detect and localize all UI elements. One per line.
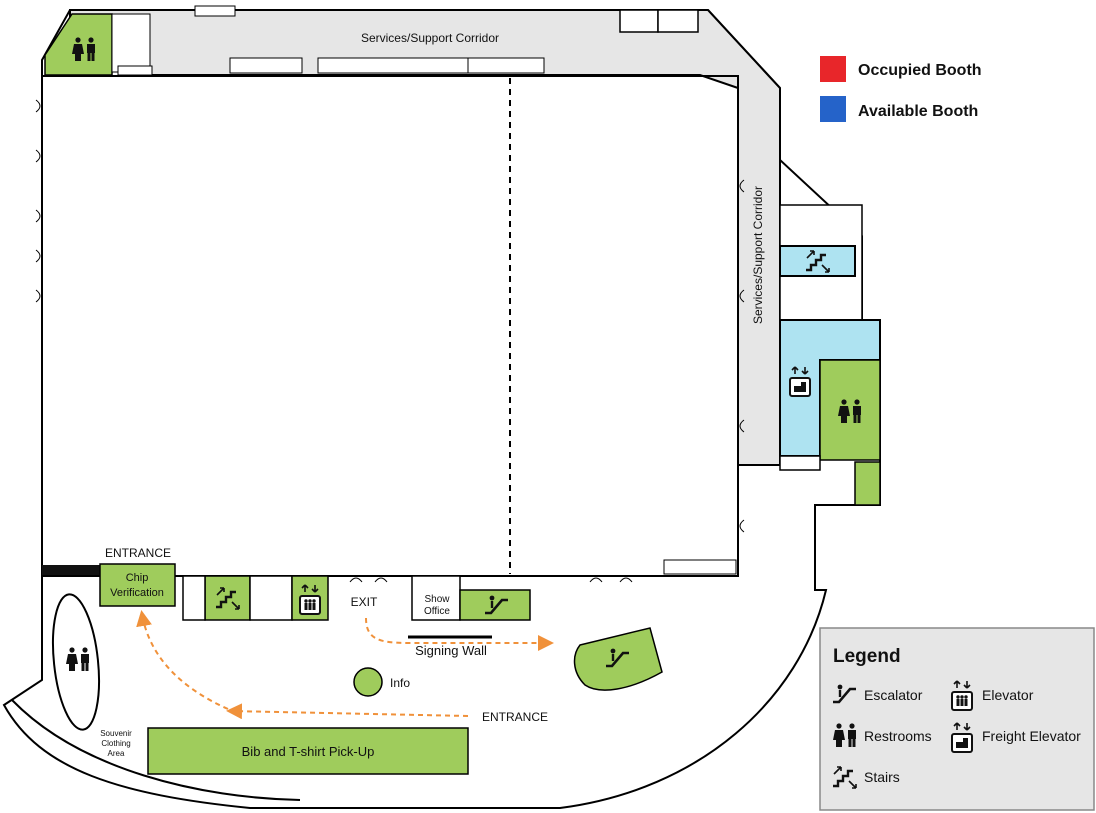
exit-label: EXIT <box>351 595 378 609</box>
available-booth-label: Available Booth <box>858 103 978 120</box>
route-arrow-entrance <box>226 703 469 720</box>
legend-restrooms-label: Restrooms <box>864 728 932 744</box>
escalator-bottom <box>459 589 531 621</box>
occupied-swatch <box>820 56 846 82</box>
chip-verification-line2: Verification <box>110 587 164 599</box>
legend-escalator-label: Escalator <box>864 687 923 703</box>
info-point <box>353 667 383 697</box>
show-office-line2: Office <box>424 606 450 617</box>
available-swatch <box>820 96 846 122</box>
route-arrow-exit <box>365 617 554 651</box>
entrance-left-label: ENTRANCE <box>105 546 171 560</box>
legend: Legend Escalator Elevator Restrooms Frei… <box>819 627 1095 811</box>
corridor-top-label: Services/Support Corridor <box>361 31 499 45</box>
info-label: Info <box>390 676 410 690</box>
souvenir-line3: Area <box>108 749 125 758</box>
route-arrow-chip <box>136 610 229 710</box>
legend-elevator-label: Elevator <box>982 687 1034 703</box>
chip-verification <box>99 563 176 607</box>
bib-pickup-area <box>147 727 469 775</box>
corridor-right-label: Services/Support Corridor <box>751 186 765 324</box>
souvenir-line2: Clothing <box>101 739 130 748</box>
signing-wall-label: Signing Wall <box>415 643 487 658</box>
legend-title: Legend <box>833 646 901 667</box>
services-corridor <box>69 9 781 466</box>
bib-pickup-label: Bib and T-shirt Pick-Up <box>242 744 375 759</box>
chip-verification-line1: Chip <box>126 572 149 584</box>
occupied-booth-label: Occupied Booth <box>858 62 982 79</box>
entrance-bottom-label: ENTRANCE <box>482 710 548 724</box>
legend-stairs-label: Stairs <box>864 769 900 785</box>
exhibit-hall <box>41 75 739 577</box>
souvenir-line1: Souvenir <box>100 729 132 738</box>
show-office-line1: Show <box>424 594 450 605</box>
restroom-right <box>819 359 881 461</box>
legend-freight-label: Freight Elevator <box>982 728 1081 744</box>
